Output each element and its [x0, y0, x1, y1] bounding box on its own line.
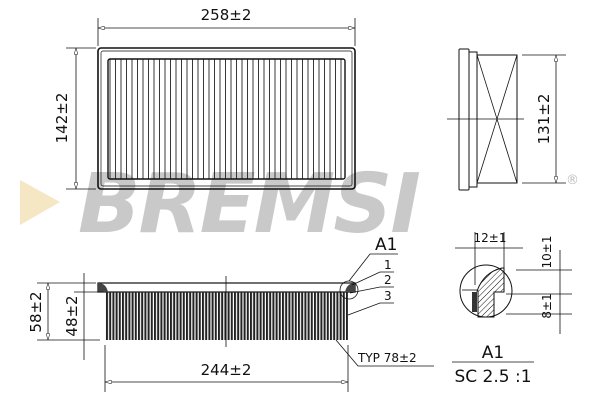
registered-mark: ® [566, 173, 579, 188]
pleat-count-label: TYP 78±2 [357, 351, 417, 365]
callout-1: 1 [384, 258, 392, 272]
logo-triangle-icon [20, 180, 60, 225]
top-height-dimension: 142±2 [53, 93, 71, 144]
length-dimension: 244±2 [201, 361, 252, 379]
callout-2: 2 [384, 273, 392, 287]
detail-width-dimension: 12±1 [474, 231, 507, 245]
side-view: 131±2 [447, 48, 566, 191]
pleat-height-dimension: 48±2 [63, 295, 81, 336]
detail-title: A1 [482, 343, 504, 363]
detail-upper-height-dimension: 10±1 [540, 236, 554, 269]
detail-reference-label: A1 [375, 235, 397, 255]
top-width-dimension: 258±2 [201, 6, 252, 24]
detail-lower-height-dimension: 8±1 [540, 293, 554, 318]
callout-3: 3 [384, 289, 392, 303]
detail-view-a1: 12±1 10±1 8±1 A1 SC 2.5 :1 [452, 231, 572, 387]
side-height-dimension: 131±2 [535, 94, 553, 145]
top-view: 258±2 142±2 [53, 6, 356, 190]
front-view: 58±2 48±2 244±2 TYP 78±2 A1 1 2 3 [27, 235, 434, 392]
total-height-dimension: 58±2 [27, 291, 45, 332]
detail-scale: SC 2.5 :1 [454, 367, 531, 387]
